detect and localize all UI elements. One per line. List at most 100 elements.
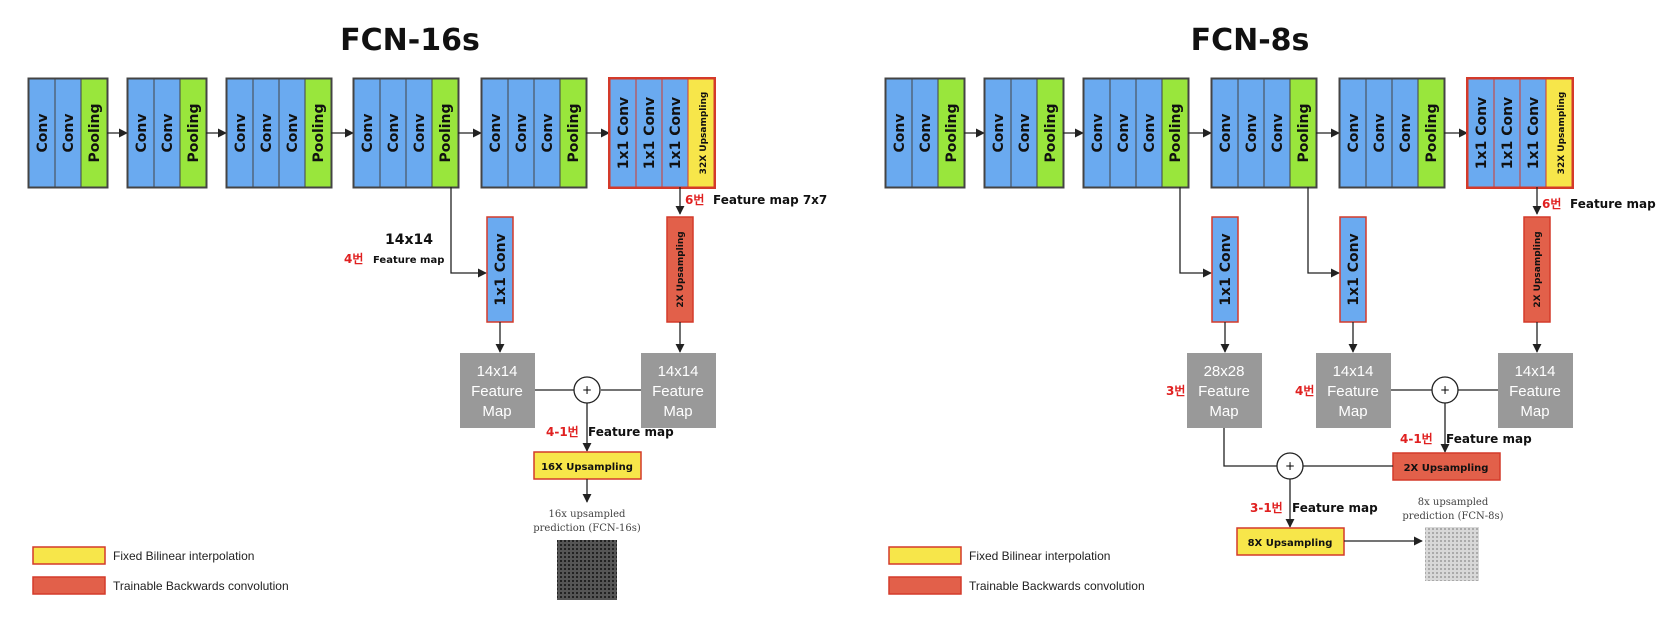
fcn16s-g6-conv1x1-1: 1x1 Conv [609, 78, 637, 188]
svg-text:1x1 Conv: 1x1 Conv [668, 97, 684, 169]
svg-text:Trainable Backwards convolutio: Trainable Backwards convolution [969, 579, 1145, 593]
svg-text:Conv: Conv [1372, 114, 1388, 153]
fcn8s-g2-conv-1: Conv [984, 78, 1012, 188]
svg-text:+: + [582, 383, 592, 397]
fcn16s-title: FCN-16s [340, 23, 480, 58]
svg-text:Conv: Conv [1090, 114, 1106, 153]
pool4-branch-arrow [450, 187, 487, 278]
svg-text:Conv: Conv [1346, 114, 1362, 153]
svg-text:Conv: Conv [1270, 114, 1286, 153]
svg-text:Feature: Feature [1327, 383, 1379, 400]
fcn8s-g1-pooling-3: Pooling [937, 78, 965, 188]
fcn8s-g6-conv1x1-2: 1x1 Conv [1493, 78, 1521, 188]
svg-text:Feature: Feature [471, 383, 523, 400]
svg-text:Pooling: Pooling [311, 103, 327, 162]
ann8-41-text: Feature map [1446, 432, 1532, 446]
svg-text:2X Upsampling: 2X Upsampling [1533, 231, 1543, 307]
fcn16s-g2-conv-2: Conv [153, 78, 181, 188]
fcn8s-g6-upsampling-32x-4: 32X Upsampling [1545, 78, 1573, 188]
ann8-4-num: 4번 [1295, 383, 1314, 398]
svg-text:Conv: Conv [1017, 114, 1033, 153]
fcn16s-g3-pooling-4: Pooling [304, 78, 332, 188]
ann-4-text: Feature map [373, 255, 444, 266]
svg-text:Conv: Conv [540, 114, 556, 153]
svg-text:Conv: Conv [1218, 114, 1234, 153]
fcn16s-g5-conv-1: Conv [481, 78, 509, 188]
fcn8s-g3-pooling-4: Pooling [1161, 78, 1189, 188]
fcn8s-g5-conv-2: Conv [1365, 78, 1393, 188]
fcn16s-g6-upsampling-32x-4: 32X Upsampling [687, 78, 715, 188]
fcn16s-g4-conv-2: Conv [379, 78, 407, 188]
fcn8s-g5-conv-1: Conv [1339, 78, 1367, 188]
fcn16s-feature-map-left: 14x14 Feature Map [460, 353, 535, 428]
fcn8s-feature-map-14-left: 14x14 Feature Map [1316, 353, 1391, 428]
svg-text:1x1 Conv: 1x1 Conv [1346, 233, 1362, 305]
svg-text:Pooling: Pooling [566, 103, 582, 162]
svg-text:1x1 Conv: 1x1 Conv [1218, 233, 1234, 305]
svg-text:Conv: Conv [259, 114, 275, 153]
svg-text:Conv: Conv [1244, 114, 1260, 153]
fcn8s-pred-caption-1: 8x upsampled [1418, 497, 1489, 508]
svg-text:1x1 Conv: 1x1 Conv [642, 97, 658, 169]
svg-text:Feature: Feature [1509, 383, 1561, 400]
fcn8s-title: FCN-8s [1191, 23, 1310, 58]
ann-6-num: 6번 [685, 192, 704, 207]
fcn16s-g5-conv-2: Conv [507, 78, 535, 188]
fcn8s-g6-conv1x1-3: 1x1 Conv [1519, 78, 1547, 188]
svg-text:Map: Map [1338, 403, 1367, 420]
fcn16s-g5-pooling-4: Pooling [559, 78, 587, 188]
svg-text:2X Upsampling: 2X Upsampling [1404, 463, 1489, 474]
svg-text:Conv: Conv [892, 114, 908, 153]
fcn8s-8x-upsampling: 8X Upsampling [1236, 527, 1345, 556]
ann-41-num: 4-1번 [546, 424, 579, 439]
fcn8s-g5-pooling-4: Pooling [1417, 78, 1445, 188]
svg-text:Conv: Conv [386, 114, 402, 153]
svg-text:Pooling: Pooling [186, 103, 202, 162]
svg-text:Pooling: Pooling [1168, 103, 1184, 162]
fcn8s-g2-pooling-3: Pooling [1036, 78, 1064, 188]
svg-text:Map: Map [482, 403, 511, 420]
svg-text:Fixed Bilinear interpolation: Fixed Bilinear interpolation [113, 549, 254, 563]
fcn16s-g6-conv1x1-2: 1x1 Conv [635, 78, 663, 188]
svg-text:Conv: Conv [918, 114, 934, 153]
fcn8s-2x-upsampling-horizontal: 2X Upsampling [1392, 452, 1501, 481]
fcn8s-prediction-image [1425, 527, 1479, 581]
ann8-41-num: 4-1번 [1400, 431, 1433, 446]
fcn16s-g1-pooling-3: Pooling [80, 78, 108, 188]
fcn8s-pred-caption-2: prediction (FCN-8s) [1402, 511, 1503, 522]
fcn16s-g4-conv-1: Conv [353, 78, 381, 188]
fcn16s-sum-node: + [573, 376, 601, 404]
svg-text:Pooling: Pooling [1424, 103, 1440, 162]
fcn8s-g4-conv-2: Conv [1237, 78, 1265, 188]
svg-text:Pooling: Pooling [944, 103, 960, 162]
fcn16s-pred-caption-2: prediction (FCN-16s) [533, 523, 641, 534]
svg-text:2X Upsampling: 2X Upsampling [676, 231, 686, 307]
svg-text:32X Upsampling: 32X Upsampling [1557, 92, 1567, 175]
fcn16s-2x-upsampling: 2X Upsampling [666, 216, 694, 323]
fcn16s-feature-map-right: 14x14 Feature Map [641, 353, 716, 428]
fcn16s-prediction-image [557, 540, 617, 600]
fcn8s-pool4-conv1x1: 1x1 Conv [1339, 216, 1367, 323]
svg-text:Conv: Conv [1398, 114, 1414, 153]
ann8-6-num: 6번 [1542, 196, 1561, 211]
svg-text:8X Upsampling: 8X Upsampling [1248, 538, 1333, 549]
ann8-31-text: Feature map [1292, 501, 1378, 515]
fcn16s-g2-conv-1: Conv [127, 78, 155, 188]
fcn8s-g1-conv-2: Conv [911, 78, 939, 188]
fcn16s-g1-conv-2: Conv [54, 78, 82, 188]
svg-text:Conv: Conv [991, 114, 1007, 153]
fcn8s-g4-conv-1: Conv [1211, 78, 1239, 188]
fcn8s-g5-conv-3: Conv [1391, 78, 1419, 188]
fcn16s-g4-conv-3: Conv [405, 78, 433, 188]
fcn16s-16x-upsampling: 16X Upsampling [533, 451, 642, 480]
fcn8s-sum-node-lower: + [1276, 452, 1304, 480]
fcn8s-g3-conv-2: Conv [1109, 78, 1137, 188]
svg-text:Conv: Conv [160, 114, 176, 153]
fcn16s-pred-caption-1: 16x upsampled [549, 509, 626, 520]
fcn8s-feature-map-28: 28x28 Feature Map [1187, 353, 1262, 428]
svg-text:14x14: 14x14 [1333, 363, 1374, 380]
ann8-31-num: 3-1번 [1250, 500, 1283, 515]
